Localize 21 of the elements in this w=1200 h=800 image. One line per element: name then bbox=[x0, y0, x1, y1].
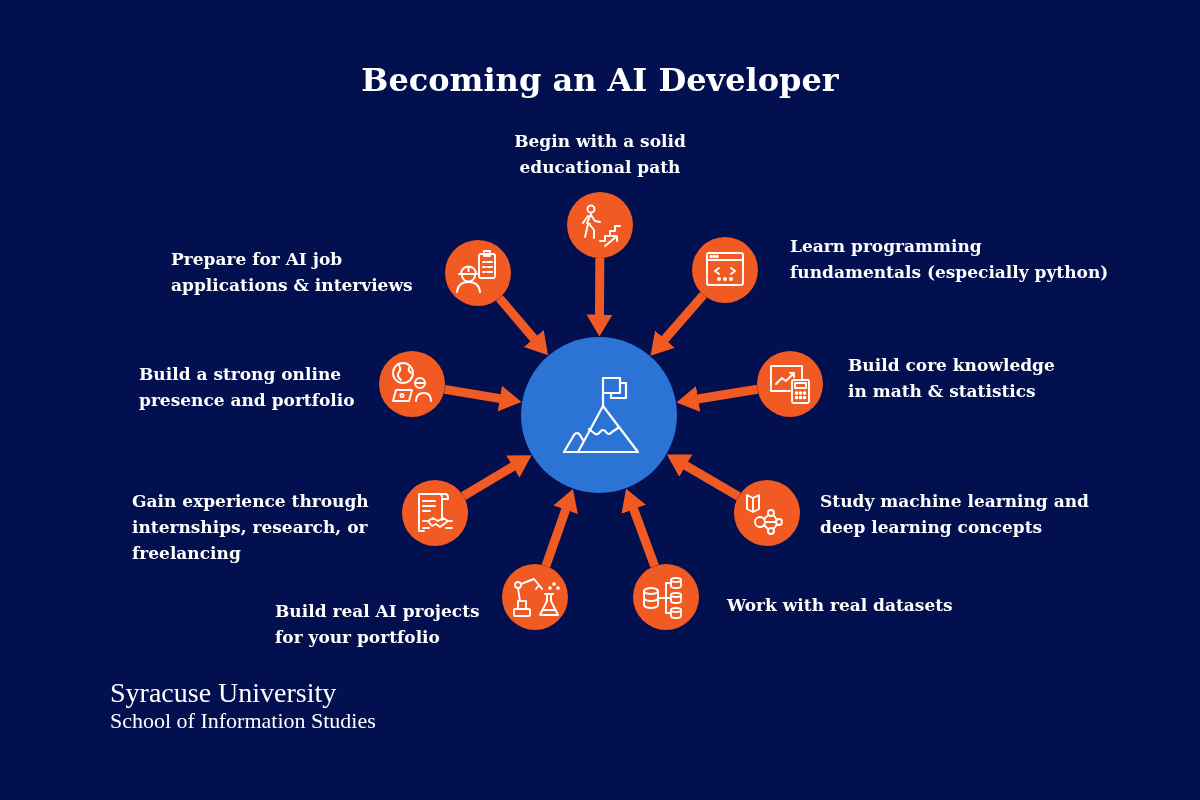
step-label: Study machine learning and deep learning concepts bbox=[820, 490, 1089, 539]
arrow bbox=[586, 258, 613, 337]
step-label: Begin with a solid educational path bbox=[513, 130, 687, 179]
arrow bbox=[621, 488, 659, 568]
school-name: School of Information Studies bbox=[110, 708, 376, 734]
arrow bbox=[461, 455, 532, 500]
step-label: Work with real datasets bbox=[727, 594, 953, 617]
arrow bbox=[443, 384, 522, 412]
arrow bbox=[650, 291, 707, 356]
arrow bbox=[495, 295, 549, 356]
arrow bbox=[666, 454, 741, 501]
step-label: Prepare for AI job applications & interviews bbox=[171, 248, 413, 297]
arrow bbox=[676, 384, 759, 412]
step-label: Build core knowledge in math & statistics bbox=[848, 354, 1055, 403]
step-label: Build real AI projects for your portfolio bbox=[275, 600, 480, 649]
arrow bbox=[541, 489, 578, 568]
diagram-title: Becoming an AI Developer bbox=[360, 60, 840, 101]
step-label: Learn programming fundamentals (especially python) bbox=[790, 235, 1109, 284]
step-label: Gain experience through internships, research, or freelancing bbox=[132, 490, 369, 565]
university-name: Syracuse University bbox=[110, 676, 337, 710]
step-label: Build a strong online presence and portfolio bbox=[139, 363, 355, 412]
